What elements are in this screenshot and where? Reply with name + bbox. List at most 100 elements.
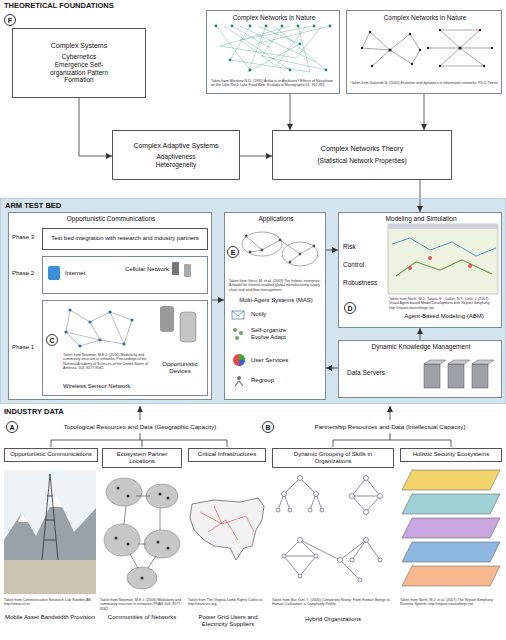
text-slot: Complex Networks in Nature xyxy=(351,14,499,22)
callout-text: E xyxy=(231,249,236,256)
label-slot: Power Grid Users and Electricity Supplie… xyxy=(188,614,268,628)
process-box: Ecosystem Partner Locations xyxy=(102,448,182,468)
label-text: Phase 3 xyxy=(12,234,42,241)
text-slot: Cellular Network xyxy=(125,266,175,273)
box-title: Complex Networks in Nature xyxy=(351,14,499,22)
label-slot: Taken from Bar-Yam, Y. (2005) Complexity… xyxy=(272,598,394,607)
box-text: Control xyxy=(343,261,387,269)
label-text: Phase 2 xyxy=(12,270,42,277)
label-text: Partnership Resources and Data (Intellec… xyxy=(278,423,502,430)
band-heading: ARM TEST BED xyxy=(5,201,125,210)
callout-letter: C xyxy=(46,334,58,346)
box-title: Dynamic Grouping of Skills in Organizati… xyxy=(276,451,390,465)
box-text: Regroup xyxy=(251,377,321,384)
callout-text: F xyxy=(8,17,12,24)
box-title: Opportunistic Communications xyxy=(13,215,209,223)
process-box: Complex SystemsCybernetics Emergence Sel… xyxy=(12,28,146,98)
process-box: Critical Infrastructures xyxy=(188,448,266,462)
callout-text: C xyxy=(49,337,54,344)
text-slot: Risk xyxy=(343,243,387,251)
process-box: Test bed integration with research and i… xyxy=(42,228,208,250)
box-title: Complex Systems xyxy=(51,42,107,50)
box-text: Taken from Valverde S. (2005) Evolution … xyxy=(351,81,499,85)
process-box: Internet Cellular Network xyxy=(42,256,208,294)
text-slot: Opportunistic Devices xyxy=(153,361,207,375)
callout-text: B xyxy=(265,424,270,431)
label-slot: Partnership Resources and Data (Intellec… xyxy=(278,423,502,430)
communities-illustration xyxy=(104,478,180,589)
label-slot: Phase 3 xyxy=(12,234,42,241)
box-text: Taken from Giess, M. et al. (2003) The h… xyxy=(229,279,323,292)
connector-arrow xyxy=(212,300,224,301)
text-slot: User Services xyxy=(251,357,321,364)
text-slot: Taken from Martinez N.D. (1991) Artifact… xyxy=(211,79,337,88)
label-text: Power Grid Users and Electricity Supplie… xyxy=(188,614,268,628)
callout-letter: F xyxy=(4,14,16,26)
citation-note: Taken from The Virginia Lamb Rights Cabl… xyxy=(188,598,268,607)
text-slot: Opportunistic Communications xyxy=(13,215,209,223)
label-slot: Phase 1 xyxy=(12,344,42,351)
connector-arrow xyxy=(420,328,421,340)
box-text: Agent-Based Modeling (ABM) xyxy=(389,313,499,320)
box-text: Multi-Agent Systems (MAS) xyxy=(227,297,325,304)
box-text: Adaptiveness Heterogeneity xyxy=(146,153,206,169)
text-slot: Internet xyxy=(65,270,115,277)
callout-letter: B xyxy=(262,421,274,433)
process-box: Opportunistic Communications xyxy=(4,448,98,462)
connector-arrow xyxy=(326,250,338,251)
process-box: Complex Networks in NatureTaken from Mar… xyxy=(206,10,340,94)
text-slot: Taken from Newman, M.E.J. (2006) Modular… xyxy=(63,353,153,370)
box-text: Taken from North, M.J., Tatara, E., Coll… xyxy=(389,297,499,310)
test-bed-band: Test bed integration with research and i… xyxy=(0,198,506,404)
hybrid-organization-illustration xyxy=(276,476,383,583)
label-text: Topological Resources and Data (Geograph… xyxy=(22,423,258,430)
box-title: Opportunistic Communications xyxy=(10,451,92,458)
box-text: Robustness xyxy=(343,279,387,287)
mobile-asset-illustration xyxy=(4,470,96,594)
connector-arrow xyxy=(326,368,338,369)
box-title: Dynamic Knowledge Management xyxy=(341,343,501,351)
label-slot: Taken from Newman, M.E.J. (2006) Modular… xyxy=(100,598,184,611)
text-slot: Multi-Agent Systems (MAS) xyxy=(227,297,325,304)
band-fill xyxy=(0,198,506,404)
box-title: Modeling and Simulation xyxy=(341,215,501,223)
text-slot: Dynamic Knowledge Management xyxy=(341,343,501,351)
box-title: Complex Networks Theory xyxy=(321,145,403,153)
text-slot: Robustness xyxy=(343,279,387,287)
label-text: Mobile Asset Bandwidth Provision xyxy=(4,614,96,621)
callout-text: A xyxy=(9,424,14,431)
process-box: C Wireless Sensor Network Opportunistic De… xyxy=(42,300,208,396)
citation-note: Taken from North, M.J. et al. (2007) The… xyxy=(400,598,502,607)
box-text: User Services xyxy=(251,357,321,364)
box-text: Risk xyxy=(343,243,387,251)
box-title: Applications xyxy=(227,215,325,223)
text-slot: Wireless Sensor Network xyxy=(63,383,163,390)
box-text: Self-organize Evolve Adapt xyxy=(251,327,291,341)
box-title: Ecosystem Partner Locations xyxy=(106,451,178,465)
text-slot: Data Servers xyxy=(347,369,407,377)
process-box: Complex Adaptive SystemsAdaptiveness Het… xyxy=(112,130,240,180)
text-slot: Taken from Valverde S. (2005) Evolution … xyxy=(351,81,499,85)
box-title: Holistic Security Ecosystems xyxy=(413,451,490,458)
label-slot: Phase 2 xyxy=(12,270,42,277)
citation-note: Taken from Bar-Yam, Y. (2005) Complexity… xyxy=(272,598,394,607)
process-box: E ApplicationsTaken from Giess, M. et al.… xyxy=(224,212,326,400)
label-slot: Topological Resources and Data (Geograph… xyxy=(22,423,258,430)
callout-letter: E xyxy=(227,246,239,258)
label-text: Communities of Networks xyxy=(100,614,184,621)
text-slot: Taken from North, M.J., Tatara, E., Coll… xyxy=(389,297,499,310)
process-box: Test bed integration with research and i… xyxy=(8,212,212,400)
connector-arrow xyxy=(240,156,272,157)
label-slot: THEORETICAL FOUNDATIONS xyxy=(4,1,224,10)
process-box: Dynamic Knowledge ManagementData Servers xyxy=(338,340,502,398)
box-title: Internet xyxy=(65,270,115,277)
connector-arrow xyxy=(290,94,291,130)
connector-arrow xyxy=(420,180,421,212)
text-slot: ARM TEST BED xyxy=(5,201,125,210)
box-text: (Statistical Network Properties) xyxy=(317,157,406,165)
section-heading: INDUSTRY DATA xyxy=(4,407,204,416)
label-slot: Communities of Networks xyxy=(100,614,184,621)
callout-letter: A xyxy=(6,421,18,433)
